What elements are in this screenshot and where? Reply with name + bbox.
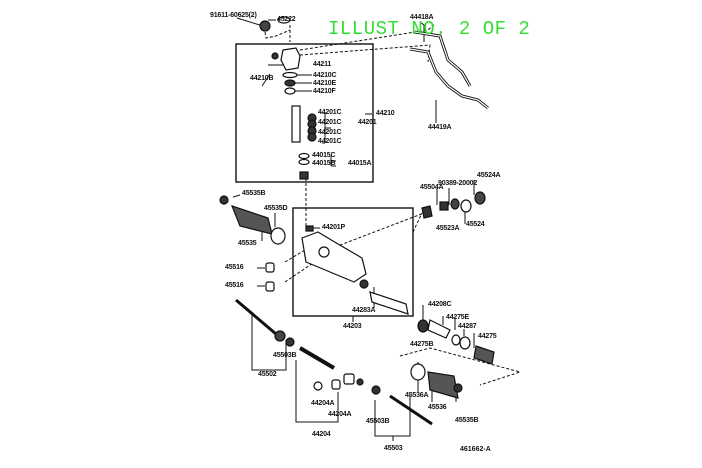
part-label-45536[interactable]: 45536 — [428, 404, 447, 411]
part-label-44210[interactable]: 44210 — [376, 110, 395, 117]
part-label-45536a[interactable]: 45536A — [405, 392, 429, 399]
seal-44210b-shape — [271, 52, 279, 60]
reference-code: 461662-A — [460, 446, 491, 453]
part-label-44015c[interactable]: 44015C — [312, 152, 336, 159]
part-label-45222[interactable]: 45222 — [277, 16, 296, 23]
bolt-91611-shape — [259, 20, 271, 32]
part-label-45524[interactable]: 45524 — [466, 221, 485, 228]
bracket-45503 — [374, 395, 411, 441]
part-label-45516-1[interactable]: 45516 — [225, 264, 244, 271]
part-label-44201p[interactable]: 44201P — [322, 224, 345, 231]
part-label-44015b[interactable]: 44015B — [312, 160, 336, 167]
cap-45222-shape — [277, 16, 291, 24]
part-label-44210c[interactable]: 44210C — [313, 72, 337, 79]
part-label-45535[interactable]: 45535 — [238, 240, 257, 247]
part-label-45503[interactable]: 45503 — [384, 445, 403, 452]
valve-housing-group-box — [235, 43, 374, 183]
part-label-44201c-1[interactable]: 44201C — [318, 109, 342, 116]
part-label-44204[interactable]: 44204 — [312, 431, 331, 438]
part-label-44418a[interactable]: 44418A — [410, 14, 434, 21]
part-label-44210f[interactable]: 44210F — [313, 88, 336, 95]
part-label-45503b-left[interactable]: 45503B — [273, 352, 297, 359]
part-label-90389[interactable]: 90389-20002 — [438, 180, 478, 187]
rack-housing-44203-shape — [301, 231, 367, 283]
part-label-45516-2[interactable]: 45516 — [225, 282, 244, 289]
part-label-44275e[interactable]: 44275E — [446, 314, 469, 321]
part-label-45535b-top[interactable]: 45535B — [242, 190, 266, 197]
part-label-44201[interactable]: 44201 — [358, 119, 377, 126]
part-label-44210e[interactable]: 44210E — [313, 80, 336, 87]
part-label-45504a[interactable]: 45504A — [420, 184, 444, 191]
control-valve-shaft-shape — [291, 105, 301, 143]
part-label-44208c[interactable]: 44208C — [428, 301, 452, 308]
part-label-44211[interactable]: 44211 — [313, 61, 332, 68]
bracket-44015a — [330, 156, 336, 167]
part-label-44283a[interactable]: 44283A — [352, 307, 376, 314]
part-label-44204a-1[interactable]: 44204A — [311, 400, 335, 407]
part-label-45502[interactable]: 45502 — [258, 371, 277, 378]
bracket-44204 — [295, 360, 339, 423]
part-label-44015a[interactable]: 44015A — [348, 160, 372, 167]
bracket-44201 — [322, 112, 331, 144]
rack-bar-shape — [298, 346, 336, 370]
bracket-45502 — [251, 312, 287, 371]
part-label-44419a[interactable]: 44419A — [428, 124, 452, 131]
part-label-44201c-3[interactable]: 44201C — [318, 129, 342, 136]
part-label-91611[interactable]: 91611-60625(2) — [210, 12, 257, 19]
part-label-45535b-bottom[interactable]: 45535B — [455, 417, 479, 424]
oring-44210c-shape — [282, 71, 298, 79]
part-label-45503b-right[interactable]: 45503B — [366, 418, 390, 425]
part-label-44204a-2[interactable]: 44204A — [328, 411, 352, 418]
tie-rod-45502-shape — [235, 298, 277, 336]
illustration-title: ILLUST NO. 2 OF 2 — [328, 18, 531, 40]
part-label-45524a[interactable]: 45524A — [477, 172, 501, 179]
part-label-44201c-4[interactable]: 44201C — [318, 138, 342, 145]
valve-body-44211-shape — [280, 47, 301, 71]
part-label-44210b[interactable]: 44210B — [250, 75, 274, 82]
part-label-45535d[interactable]: 45535D — [264, 205, 288, 212]
boot-45536-shape — [427, 371, 459, 399]
bushing-45516-shape — [265, 262, 275, 273]
part-label-45523a[interactable]: 45523A — [436, 225, 460, 232]
part-label-44287[interactable]: 44287 — [458, 323, 477, 330]
part-label-44275b[interactable]: 44275B — [410, 341, 434, 348]
seal-44210f-shape — [284, 87, 296, 95]
dashed-boot-outline — [399, 347, 522, 386]
tie-rod-45503-shape — [389, 394, 433, 426]
part-label-44275[interactable]: 44275 — [478, 333, 497, 340]
part-label-44201c-2[interactable]: 44201C — [318, 119, 342, 126]
cylinder-tube-shape — [369, 291, 409, 315]
part-label-44203[interactable]: 44203 — [343, 323, 362, 330]
seal-44210e-shape — [284, 79, 296, 87]
